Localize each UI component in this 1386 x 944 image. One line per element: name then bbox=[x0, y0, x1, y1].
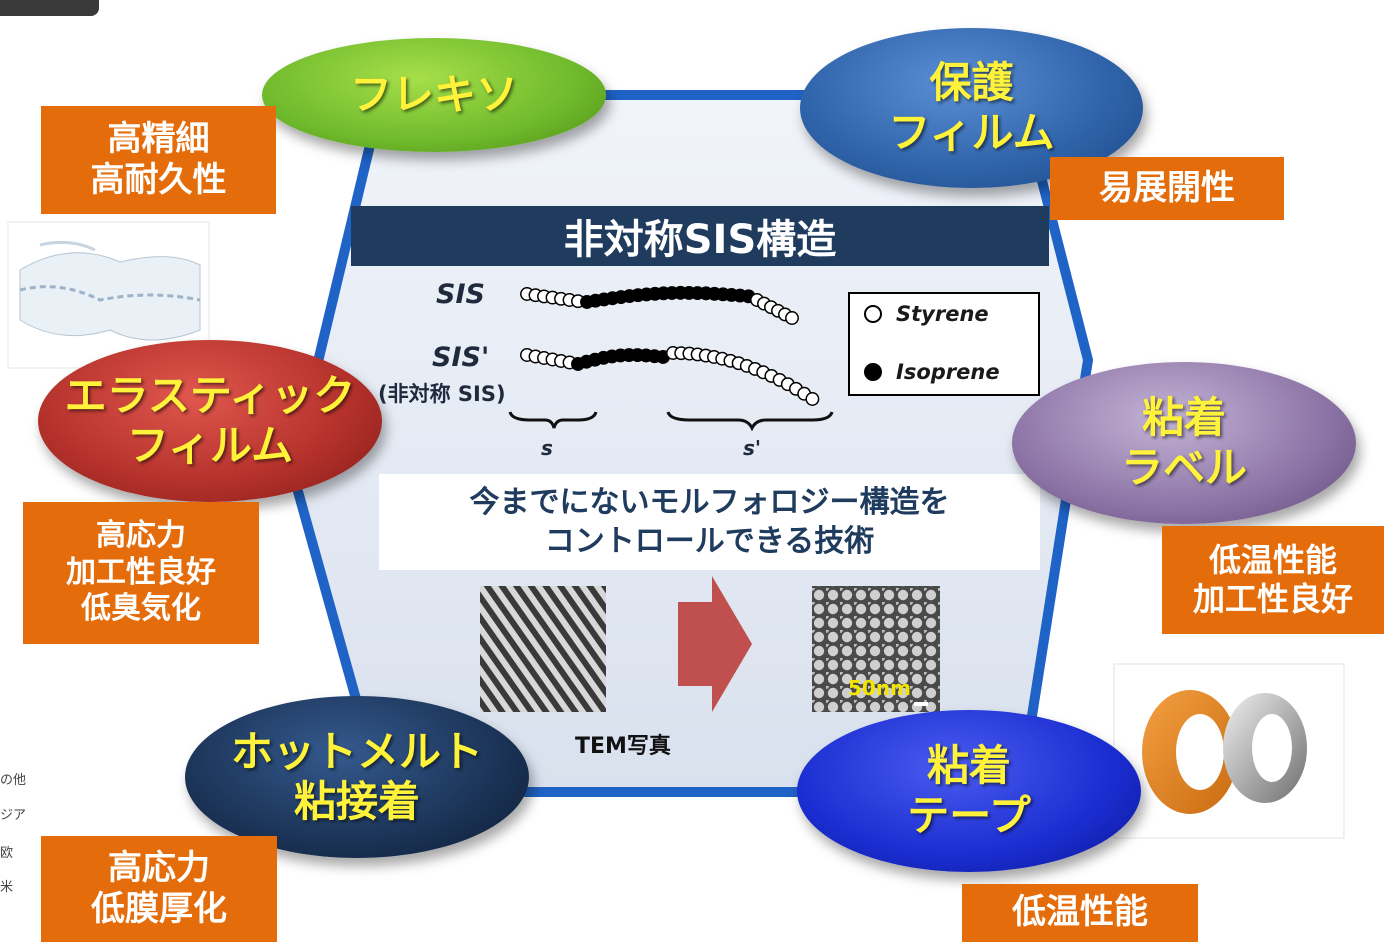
legend-styrene: Styrene bbox=[864, 302, 989, 326]
feature-elastic-film: 高応力 加工性良好 低臭気化 bbox=[23, 502, 259, 644]
app-protective-film-line1: 保護 bbox=[929, 58, 1014, 108]
app-elastic-film-line2: フィルム bbox=[126, 421, 294, 470]
feature-protective-film: 易展開性 bbox=[1050, 157, 1284, 220]
feature-protective-film-line1: 易展開性 bbox=[1099, 167, 1235, 208]
app-flexo-label: フレキソ bbox=[349, 70, 518, 120]
legend-isoprene: Isoprene bbox=[864, 360, 1000, 384]
open-circle-icon bbox=[864, 305, 882, 323]
side-text-3: 欧 bbox=[0, 846, 14, 861]
s-label: s bbox=[541, 436, 553, 460]
feature-adhesive-tape: 低温性能 bbox=[962, 884, 1198, 942]
feature-adhesive-tape-line1: 低温性能 bbox=[1012, 892, 1148, 933]
scale-bar bbox=[914, 702, 928, 706]
feature-flexo: 高精細 高耐久性 bbox=[41, 106, 276, 214]
side-text-4: 米 bbox=[0, 880, 14, 895]
app-adhesive-tape-line2: テープ bbox=[907, 791, 1031, 840]
brace-s bbox=[508, 411, 598, 429]
feature-elastic-film-line3: 低臭気化 bbox=[81, 591, 201, 627]
morphology-line-2: コントロールできる技術 bbox=[544, 524, 875, 559]
app-adhesive-label: 粘着 ラベル bbox=[1012, 362, 1356, 524]
diaper-image-icon bbox=[7, 221, 210, 369]
styrene-bead bbox=[785, 311, 799, 325]
app-hotmelt-line1: ホットメルト bbox=[230, 727, 483, 777]
side-text-2: ジア bbox=[0, 808, 27, 823]
brace-s-prime bbox=[666, 411, 834, 432]
morphology-panel: 今までにないモルフォロジー構造を コントロールできる技術 bbox=[379, 474, 1040, 570]
legend-isoprene-label: Isoprene bbox=[896, 360, 1000, 384]
sis-prime-subtitle: (非対称 SIS) bbox=[378, 382, 506, 406]
hexagon-frame bbox=[286, 90, 1094, 797]
feature-flexo-line1: 高精細 bbox=[107, 118, 210, 159]
feature-adhesive-label-line2: 加工性良好 bbox=[1192, 580, 1353, 618]
feature-hotmelt-line2: 低膜厚化 bbox=[91, 889, 227, 929]
sis-prime-label: SIS' bbox=[432, 342, 490, 373]
app-elastic-film-line1: エラスティック bbox=[64, 371, 356, 421]
structure-title: 非対称SIS構造 bbox=[351, 206, 1049, 266]
tem-image-lamellar bbox=[480, 586, 606, 712]
app-adhesive-label-line1: 粘着 bbox=[1141, 393, 1226, 443]
styrene-bead bbox=[805, 392, 820, 406]
scale-label: 50nm bbox=[848, 676, 911, 700]
app-elastic-film: エラスティック フィルム bbox=[38, 340, 382, 502]
feature-elastic-film-line2: 加工性良好 bbox=[66, 554, 216, 590]
sis-label: SIS bbox=[436, 279, 485, 310]
tem-image-dots bbox=[812, 586, 940, 712]
polymer-chains bbox=[520, 285, 820, 406]
transition-arrow bbox=[678, 576, 752, 712]
app-adhesive-tape: 粘着 テープ bbox=[797, 710, 1141, 872]
side-text-1: の他 bbox=[0, 773, 27, 788]
legend-styrene-label: Styrene bbox=[896, 302, 989, 326]
feature-adhesive-label: 低温性能 加工性良好 bbox=[1162, 526, 1384, 634]
app-adhesive-label-line2: ラベル bbox=[1120, 443, 1247, 492]
legend: Styrene Isoprene bbox=[848, 292, 1040, 396]
morphology-line-1: 今までにないモルフォロジー構造を bbox=[469, 485, 950, 520]
app-protective-film-line2: フィルム bbox=[888, 108, 1055, 157]
filled-circle-icon bbox=[864, 363, 882, 381]
feature-hotmelt: 高応力 低膜厚化 bbox=[41, 836, 277, 942]
tem-label: TEM写真 bbox=[575, 734, 671, 759]
app-flexo: フレキソ bbox=[262, 38, 606, 152]
app-hotmelt-line2: 粘接着 bbox=[293, 777, 420, 826]
feature-hotmelt-line1: 高応力 bbox=[108, 847, 210, 888]
app-hotmelt: ホットメルト 粘接着 bbox=[185, 696, 529, 858]
app-adhesive-tape-line1: 粘着 bbox=[926, 741, 1011, 791]
feature-flexo-line2: 高耐久性 bbox=[90, 160, 227, 200]
feature-elastic-film-line1: 高応力 bbox=[96, 518, 186, 554]
s-prime-label: s' bbox=[743, 436, 762, 460]
top-tab bbox=[0, 0, 99, 16]
feature-adhesive-label-line1: 低温性能 bbox=[1208, 540, 1337, 579]
tape-rolls-image-icon bbox=[1113, 663, 1345, 839]
